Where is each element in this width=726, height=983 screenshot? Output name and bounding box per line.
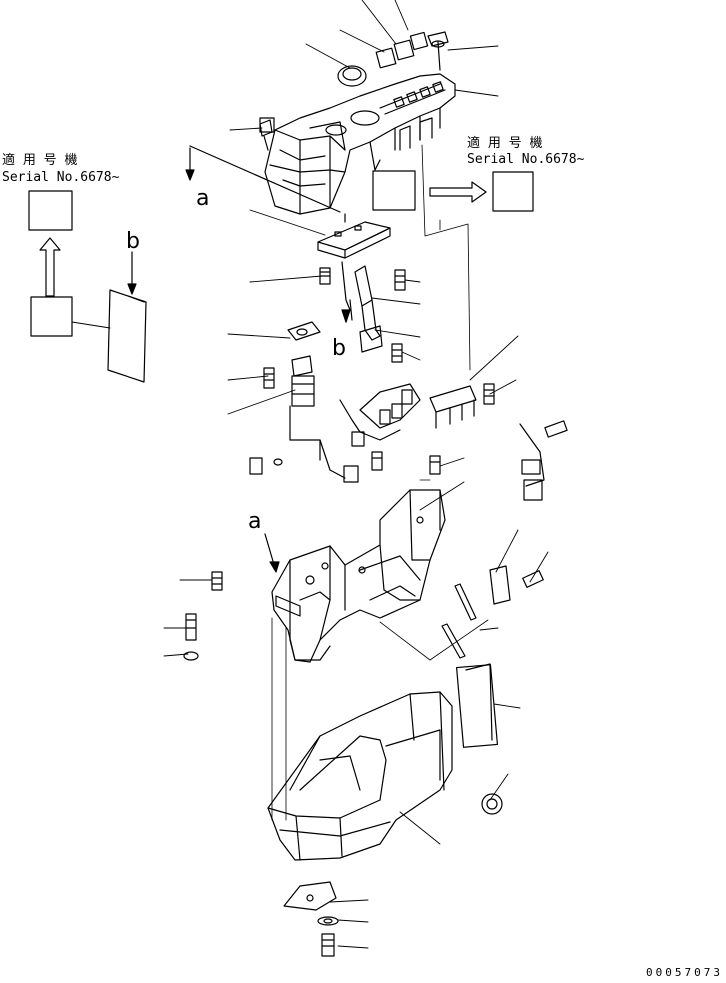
applicable-models-label-right: 適 用 号 機 (467, 136, 543, 151)
callout-b-label-left: b (126, 229, 140, 254)
callout-a-label-mid: a (248, 509, 262, 534)
serial-range-label-right: Serial No.6678~ (467, 152, 585, 167)
hollow-arrow-right (429, 181, 487, 203)
label-box-right (492, 171, 534, 212)
hollow-arrow-up (39, 237, 61, 297)
guide-lines (271, 144, 489, 821)
console-top-cover (264, 73, 456, 215)
lever-assembly (341, 261, 383, 353)
callout-a-arrow-mid (264, 533, 280, 573)
console-bracket-frame (271, 489, 446, 663)
drawing-number: 00057073 (646, 966, 723, 979)
serial-range-label-left: Serial No.6678~ (2, 170, 120, 185)
label-box-left-top (28, 190, 73, 231)
callout-b-arrow (127, 251, 137, 295)
callout-a-arrow-top (185, 145, 341, 213)
top-switches (259, 31, 449, 151)
brackets-and-connectors (287, 117, 545, 815)
callout-b-label-center: b (332, 336, 346, 361)
callout-a-label-top: a (196, 186, 210, 211)
leader-lines (163, 0, 549, 949)
label-box-center (372, 170, 416, 211)
mounting-plate (317, 213, 391, 259)
console-bottom-case (267, 691, 453, 861)
applicable-models-label-left: 適 用 号 機 (2, 153, 78, 168)
bolts (183, 117, 568, 661)
spacer-bars (441, 583, 477, 659)
label-box-left-bottom (30, 296, 111, 337)
label-sheet (107, 289, 147, 383)
bottom-small-parts (283, 881, 339, 957)
